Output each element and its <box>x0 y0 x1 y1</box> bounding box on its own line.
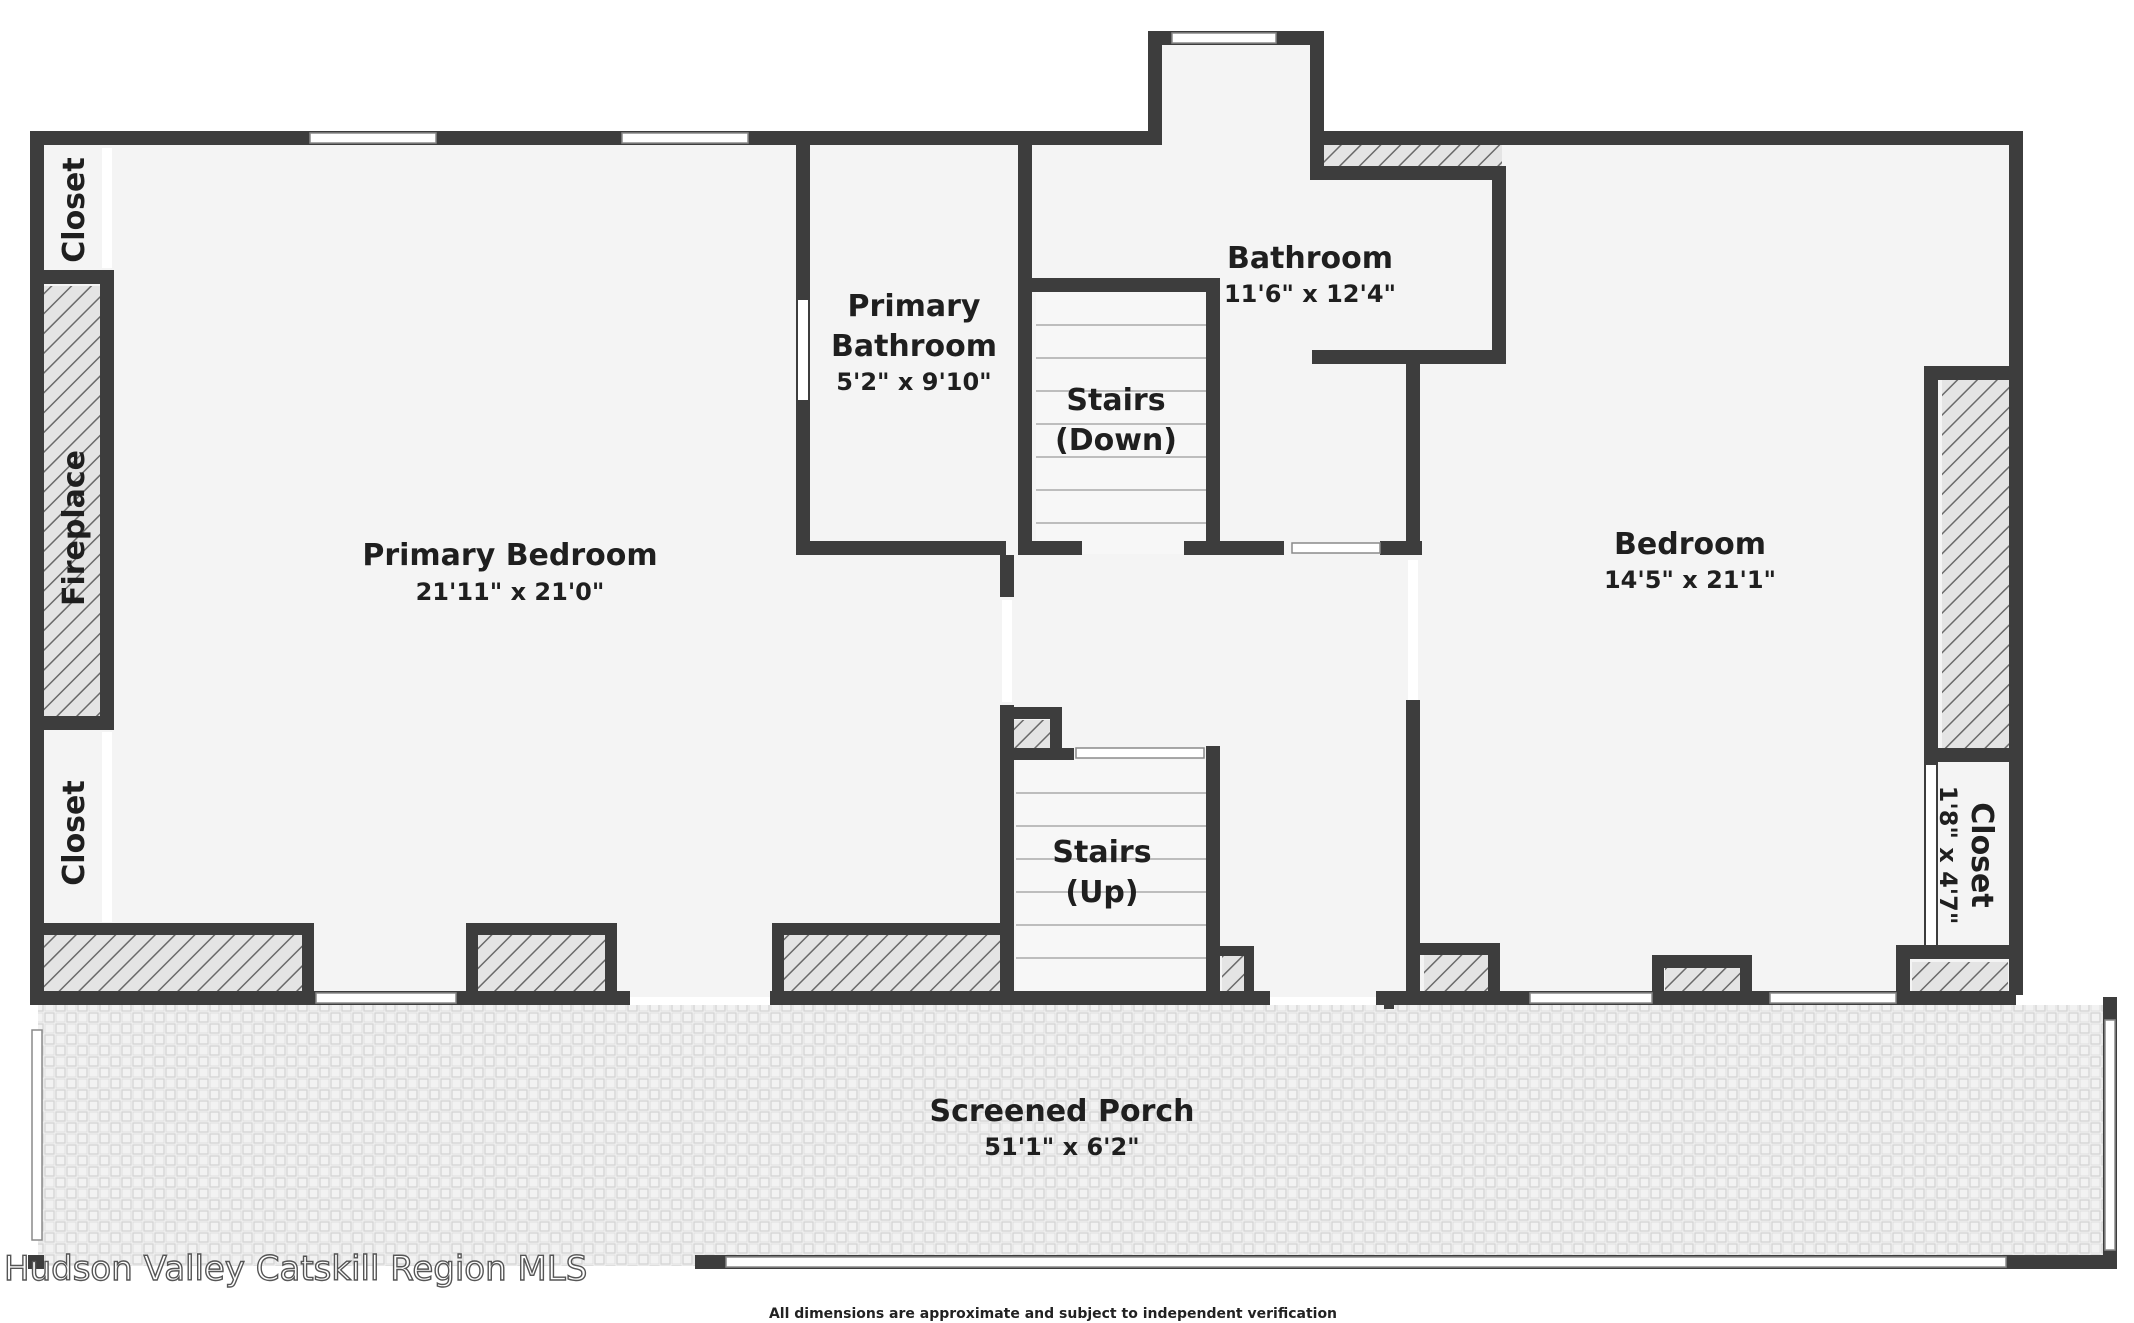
cabinet-left <box>44 935 306 995</box>
fireplace-name: Fireplace <box>57 450 92 606</box>
bedroom-wardrobe <box>1942 380 2010 752</box>
bedroom-dim: 14'5" x 21'1" <box>1604 566 1776 594</box>
porch-floor <box>38 1005 2116 1266</box>
stairs-down-treads <box>1036 292 1216 554</box>
cabinet-bedroom-left <box>1424 955 1494 995</box>
room-labels: Primary Bedroom 21'11" x 21'0" Primary B… <box>57 157 1999 1161</box>
screened-porch-dim: 51'1" x 6'2" <box>984 1133 1139 1161</box>
cabinet-stairs <box>1222 955 1248 995</box>
screened-porch-name: Screened Porch <box>929 1094 1194 1129</box>
primary-bedroom-name: Primary Bedroom <box>362 538 657 573</box>
cabinet-center-left <box>475 935 609 995</box>
closet-right-dim: 1'8" x 4'7" <box>1934 786 1962 925</box>
mls-watermark: Hudson Valley Catskill Region MLS <box>4 1249 587 1289</box>
stairs-down-label-2: (Down) <box>1055 423 1177 458</box>
stairs-up-label-2: (Up) <box>1065 875 1138 910</box>
stairs-up-label-1: Stairs <box>1052 835 1151 870</box>
primary-bathroom-dim: 5'2" x 9'10" <box>836 368 991 396</box>
bedroom-name: Bedroom <box>1614 527 1766 562</box>
primary-bedroom-dim: 21'11" x 21'0" <box>416 578 605 606</box>
cabinet-center <box>782 935 1000 995</box>
primary-bathroom-name-1: Primary <box>848 289 981 324</box>
cabinet-bedroom-mid <box>1665 968 1745 995</box>
primary-bathroom-name-2: Bathroom <box>831 329 997 364</box>
closet-bottom-left-name: Closet <box>57 780 92 885</box>
stairs-down-label-1: Stairs <box>1066 383 1165 418</box>
openings <box>102 148 1936 945</box>
fireplace-hearth <box>44 286 100 718</box>
bathroom-dim: 11'6" x 12'4" <box>1224 280 1396 308</box>
bathroom-name: Bathroom <box>1227 241 1393 276</box>
stairs-up-treads <box>1016 760 1212 997</box>
closet-top-left-name: Closet <box>57 157 92 262</box>
cabinet-bedroom-right <box>1912 962 2008 995</box>
windows <box>31 32 2116 1268</box>
floor-area <box>38 43 2116 1266</box>
footer-disclaimer: All dimensions are approximate and subje… <box>769 1306 1337 1322</box>
closet-right-name: Closet <box>1964 802 1999 907</box>
